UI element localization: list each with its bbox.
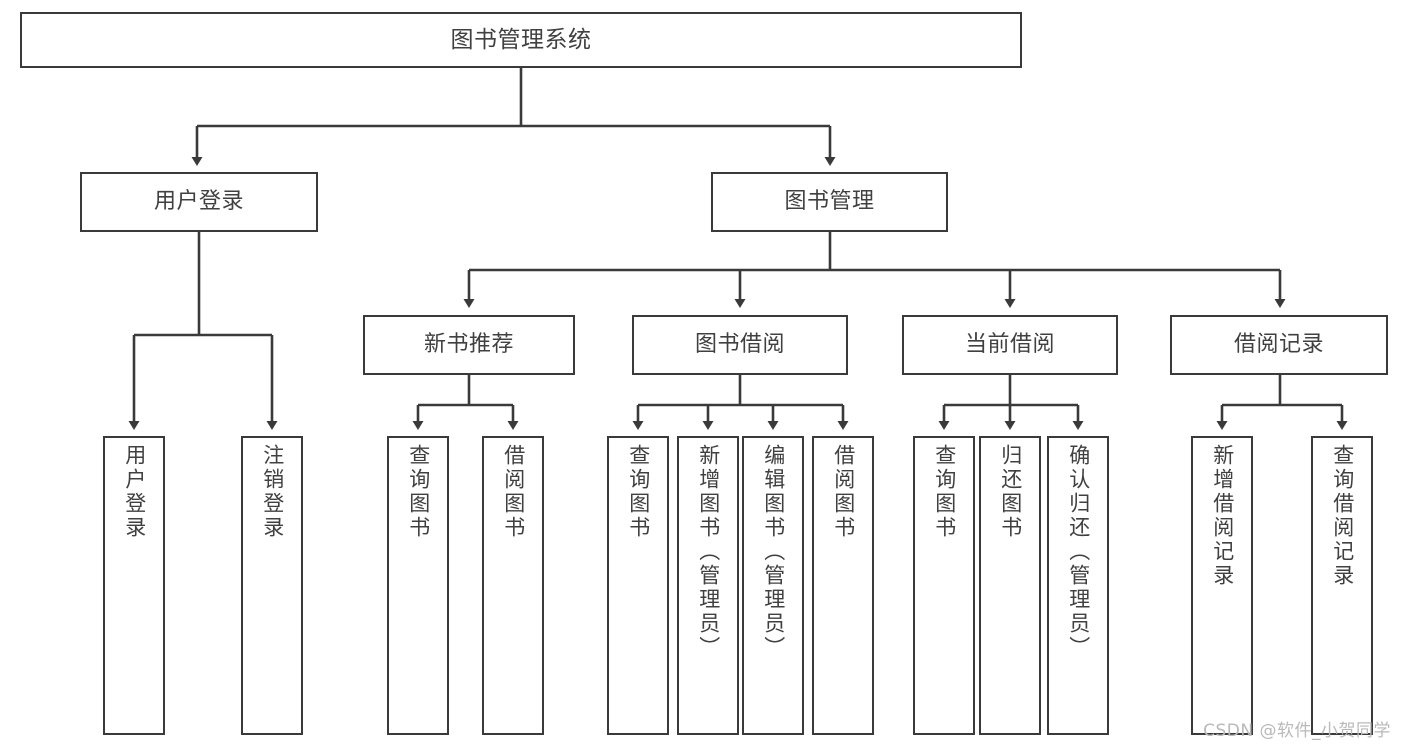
node-label: 图书管理 xyxy=(784,189,875,215)
node-label: 图书管理系统 xyxy=(450,26,592,53)
leaf-current-borrow-confirm-return-admin[interactable]: 确认归还（管理员） xyxy=(1047,436,1109,735)
node-label: 注销登录 xyxy=(260,444,285,540)
node-label: 确认归还（管理员） xyxy=(1066,444,1091,660)
node-label: 图书借阅 xyxy=(694,332,785,358)
node-current-borrow[interactable]: 当前借阅 xyxy=(902,315,1118,375)
leaf-borrow-record-add-record[interactable]: 新增借阅记录 xyxy=(1191,436,1253,735)
leaf-new-book-borrow-book[interactable]: 借阅图书 xyxy=(482,436,544,735)
node-label: 新书推荐 xyxy=(423,332,514,358)
leaf-book-borrow-borrow-book[interactable]: 借阅图书 xyxy=(812,436,874,735)
node-label: 借阅记录 xyxy=(1233,332,1324,358)
node-book-borrow[interactable]: 图书借阅 xyxy=(632,315,848,375)
watermark-text: CSDN @软件_小贺同学 xyxy=(1203,721,1391,741)
leaf-user-login-login[interactable]: 用户登录 xyxy=(103,436,165,735)
node-user-login[interactable]: 用户登录 xyxy=(80,172,318,232)
leaf-current-borrow-return-book[interactable]: 归还图书 xyxy=(979,436,1041,735)
leaf-borrow-record-query-record[interactable]: 查询借阅记录 xyxy=(1311,436,1373,735)
node-label: 查询图书 xyxy=(406,444,431,540)
leaf-book-borrow-query-book[interactable]: 查询图书 xyxy=(607,436,669,735)
leaf-new-book-query-book[interactable]: 查询图书 xyxy=(387,436,449,735)
node-label: 借阅图书 xyxy=(831,444,856,540)
leaf-user-login-logout[interactable]: 注销登录 xyxy=(241,436,303,735)
node-label: 查询图书 xyxy=(932,444,957,540)
node-book-management[interactable]: 图书管理 xyxy=(711,172,948,232)
leaf-book-borrow-add-book-admin[interactable]: 新增图书（管理员） xyxy=(677,436,739,735)
node-label: 归还图书 xyxy=(998,444,1023,540)
node-label: 查询借阅记录 xyxy=(1330,444,1355,588)
node-borrow-record[interactable]: 借阅记录 xyxy=(1170,315,1388,375)
node-label: 当前借阅 xyxy=(964,332,1055,358)
node-label: 新增借阅记录 xyxy=(1210,444,1235,588)
node-label: 用户登录 xyxy=(122,444,147,540)
node-new-book-recommend[interactable]: 新书推荐 xyxy=(363,315,575,375)
leaf-current-borrow-query-book[interactable]: 查询图书 xyxy=(913,436,975,735)
node-label: 查询图书 xyxy=(626,444,651,540)
node-label: 新增图书（管理员） xyxy=(696,444,721,660)
node-label: 借阅图书 xyxy=(501,444,526,540)
node-root-book-management-system[interactable]: 图书管理系统 xyxy=(20,12,1022,68)
leaf-book-borrow-edit-book-admin[interactable]: 编辑图书（管理员） xyxy=(742,436,804,735)
node-label: 用户登录 xyxy=(153,189,244,215)
node-label: 编辑图书（管理员） xyxy=(761,444,786,660)
